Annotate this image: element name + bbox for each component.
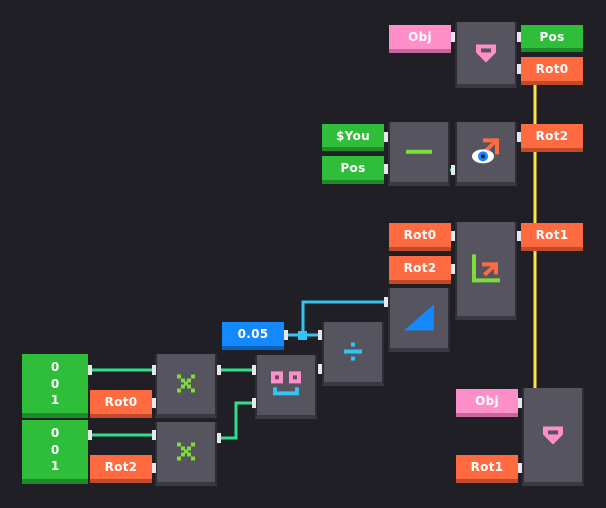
rot-label: Rot0 <box>535 62 569 76</box>
obj-input-bottom[interactable]: Obj <box>456 389 518 417</box>
rot0-input-multiply[interactable]: Rot0 <box>90 390 152 418</box>
rot1-output[interactable]: Rot1 <box>521 223 583 251</box>
port[interactable] <box>88 365 92 375</box>
port[interactable] <box>517 32 521 42</box>
port[interactable] <box>252 365 256 375</box>
port[interactable] <box>451 264 455 274</box>
axis-curve-icon <box>472 254 500 283</box>
locator-node-top[interactable] <box>455 22 517 88</box>
port[interactable] <box>451 32 455 42</box>
vector-z: 1 <box>50 458 60 473</box>
port[interactable] <box>217 433 221 443</box>
port[interactable] <box>451 231 455 241</box>
port[interactable] <box>152 365 156 375</box>
divide-node[interactable] <box>322 322 384 386</box>
port[interactable] <box>284 330 288 340</box>
pos-input-look[interactable]: Pos <box>322 156 384 184</box>
port[interactable] <box>88 430 92 440</box>
port[interactable] <box>152 430 156 440</box>
divide-icon <box>344 342 362 361</box>
eye-rotate-icon <box>472 138 499 164</box>
multiply-icon <box>177 442 195 461</box>
vector-input-2[interactable]: 0 0 1 <box>22 420 88 484</box>
port[interactable] <box>217 365 221 375</box>
look-rotation-node[interactable] <box>455 122 517 186</box>
obj-label: Obj <box>475 394 499 408</box>
port[interactable] <box>384 132 388 142</box>
pos-label: Pos <box>340 161 366 175</box>
smiley-face-icon <box>271 371 301 396</box>
rot-label: Rot1 <box>535 228 569 242</box>
port[interactable] <box>384 297 388 307</box>
port[interactable] <box>318 364 322 374</box>
you-input[interactable]: $You <box>322 124 384 151</box>
pos-output-top[interactable]: Pos <box>521 25 583 52</box>
vector-x: 0 <box>50 426 60 441</box>
port[interactable] <box>252 398 256 408</box>
rot-label: Rot2 <box>104 460 138 474</box>
vector-y: 0 <box>50 376 60 391</box>
subtract-node[interactable] <box>388 122 450 186</box>
you-label: $You <box>336 128 370 143</box>
rot2-output[interactable]: Rot2 <box>521 124 583 152</box>
port[interactable] <box>517 231 521 241</box>
vector-x: 0 <box>50 360 60 375</box>
wire-multiply-2 <box>218 401 258 440</box>
rot-label: Rot0 <box>403 228 437 242</box>
multiply-node-2[interactable] <box>155 422 217 486</box>
obj-label: Obj <box>408 30 432 44</box>
multiply-node-1[interactable] <box>155 354 217 418</box>
ramp-node[interactable] <box>388 288 450 352</box>
number-input[interactable]: 0.05 <box>222 322 284 350</box>
multiply-icon <box>177 374 195 393</box>
pink-heart-locator-icon <box>543 426 563 445</box>
rot0-output-top[interactable]: Rot0 <box>521 57 583 85</box>
vector-input-1[interactable]: 0 0 1 <box>22 354 88 418</box>
vector-y: 0 <box>50 442 60 457</box>
ramp-icon <box>404 304 434 331</box>
port[interactable] <box>518 463 522 473</box>
minus-icon <box>406 149 432 154</box>
rot-label: Rot1 <box>470 460 504 474</box>
locator-node-bottom[interactable] <box>522 388 584 486</box>
pink-heart-locator-icon <box>476 44 496 63</box>
number-value: 0.05 <box>237 327 269 341</box>
rot-label: Rot2 <box>403 261 437 275</box>
wire-junction <box>298 331 307 340</box>
pos-label: Pos <box>539 29 565 44</box>
port[interactable] <box>384 164 388 174</box>
rot0-input-lerp[interactable]: Rot0 <box>389 223 451 251</box>
port[interactable] <box>152 398 156 408</box>
obj-input-top[interactable]: Obj <box>389 25 451 53</box>
lerp-rotation-node[interactable] <box>455 222 517 320</box>
rot-label: Rot0 <box>104 395 138 409</box>
combine-node[interactable] <box>255 355 317 419</box>
port[interactable] <box>517 64 521 74</box>
wire-number-2 <box>301 300 390 335</box>
rot2-input-multiply[interactable]: Rot2 <box>90 455 152 483</box>
port[interactable] <box>152 463 156 473</box>
vector-z: 1 <box>50 392 60 407</box>
port[interactable] <box>517 132 521 142</box>
rot2-input-lerp[interactable]: Rot2 <box>389 256 451 284</box>
rot-label: Rot2 <box>535 129 569 143</box>
port[interactable] <box>318 330 322 340</box>
port[interactable] <box>451 165 455 175</box>
port[interactable] <box>518 398 522 408</box>
rot1-input-bottom[interactable]: Rot1 <box>456 455 518 483</box>
